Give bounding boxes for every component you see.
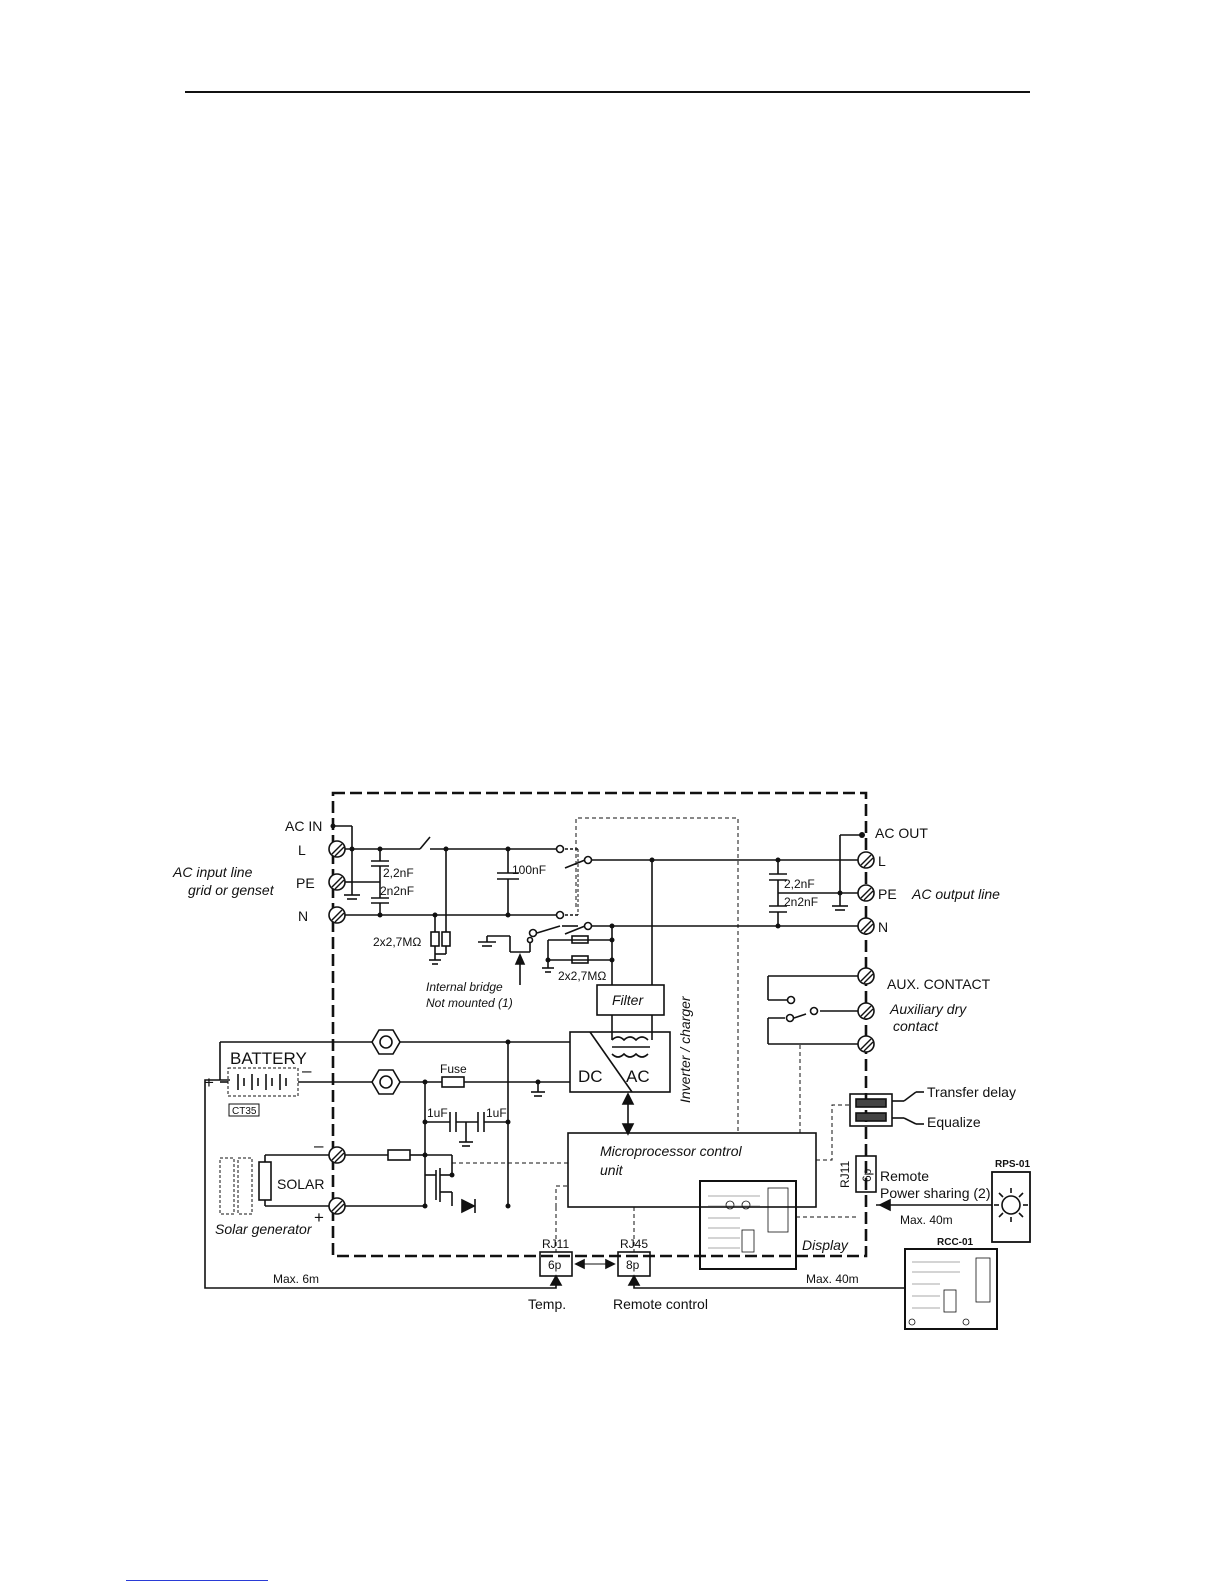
display-panel <box>699 1180 797 1270</box>
label-battery: BATTERY <box>230 1049 307 1068</box>
label-dc: DC <box>578 1067 603 1086</box>
label-remote: Remote <box>880 1168 929 1184</box>
inverter-region <box>575 817 739 1133</box>
label-cap-in-2: 2n2nF <box>380 884 414 898</box>
dip-switch-block <box>849 1093 893 1127</box>
label-pe-in: PE <box>296 875 315 891</box>
dc-ac-converter <box>569 1031 671 1093</box>
label-rps-01: RPS-01 <box>995 1159 1030 1170</box>
label-8p-bottom: 8p <box>626 1258 640 1272</box>
label-solar: SOLAR <box>277 1176 324 1192</box>
header-rule <box>185 91 1030 93</box>
label-cap-out-1: 2,2nF <box>784 877 815 891</box>
label-temp: Temp. <box>528 1296 566 1312</box>
label-res-right: 2x2,7MΩ <box>558 969 606 983</box>
label-transfer-delay: Transfer delay <box>927 1084 1016 1100</box>
label-aux-contact: AUX. CONTACT <box>887 976 991 992</box>
label-n-out: N <box>878 919 888 935</box>
label-res-left: 2x2,7MΩ <box>373 935 421 949</box>
label-ac-input-line: AC input line <box>172 864 253 880</box>
label-n-in: N <box>298 908 308 924</box>
label-inverter-charger: Inverter / charger <box>677 995 693 1103</box>
label-battery-minus: – <box>302 1061 312 1080</box>
label-cap-out-2: 2n2nF <box>784 895 818 909</box>
label-solar-plus: + <box>314 1208 324 1227</box>
label-l-in: L <box>298 842 306 858</box>
label-l-out: L <box>878 853 886 869</box>
label-cap-100nf: 100nF <box>512 863 546 877</box>
label-ac-output-line: AC output line <box>911 886 1000 902</box>
battery-symbol <box>227 1067 299 1097</box>
label-remote-control: Remote control <box>613 1296 708 1312</box>
label-cap-1uf-a: 1uF <box>427 1106 448 1120</box>
label-cap-in-1: 2,2nF <box>383 866 414 880</box>
label-pe-out: PE <box>878 886 897 902</box>
label-not-mounted: Not mounted (1) <box>426 996 513 1010</box>
label-internal-bridge: Internal bridge <box>426 980 503 994</box>
rcc-01-module <box>904 1248 998 1330</box>
label-grid-or-genset: grid or genset <box>188 882 275 898</box>
label-rj11-bottom: RJ11 <box>542 1237 569 1251</box>
label-filter: Filter <box>612 992 644 1008</box>
label-max40-right: Max. 40m <box>900 1213 953 1227</box>
enclosure-border <box>331 791 868 1258</box>
label-max40-bottom: Max. 40m <box>806 1272 859 1286</box>
label-ac: AC <box>626 1067 650 1086</box>
label-fuse: Fuse <box>440 1062 467 1076</box>
label-6p-bottom: 6p <box>548 1258 562 1272</box>
label-ct35: CT35 <box>232 1106 257 1117</box>
label-solar-minus: – <box>314 1136 324 1155</box>
label-max6: Max. 6m <box>273 1272 319 1286</box>
microprocessor-unit <box>567 1132 817 1208</box>
label-rcc-01: RCC-01 <box>937 1237 974 1248</box>
rps-01-module <box>991 1171 1031 1243</box>
label-power-sharing: Power sharing (2) <box>880 1185 991 1201</box>
label-rj11-right: RJ11 <box>838 1161 852 1188</box>
label-micro-2: unit <box>600 1162 624 1178</box>
label-battery-plus: + <box>204 1073 214 1092</box>
label-aux-dry-contact: contact <box>893 1018 939 1034</box>
label-6p-right: 6p <box>860 1168 874 1182</box>
filter-block <box>596 984 665 1016</box>
footer-link-underline <box>126 1580 268 1581</box>
label-aux-dry: Auxiliary dry <box>889 1001 967 1017</box>
label-solar-generator: Solar generator <box>215 1221 313 1237</box>
label-micro-1: Microprocessor control <box>600 1143 742 1159</box>
label-cap-1uf-b: 1uF <box>486 1106 507 1120</box>
label-ac-out: AC OUT <box>875 825 928 841</box>
label-ac-in: AC IN <box>285 818 322 834</box>
label-equalize: Equalize <box>927 1114 981 1130</box>
label-rj45-bottom: RJ45 <box>620 1237 648 1251</box>
label-display: Display <box>802 1237 849 1253</box>
